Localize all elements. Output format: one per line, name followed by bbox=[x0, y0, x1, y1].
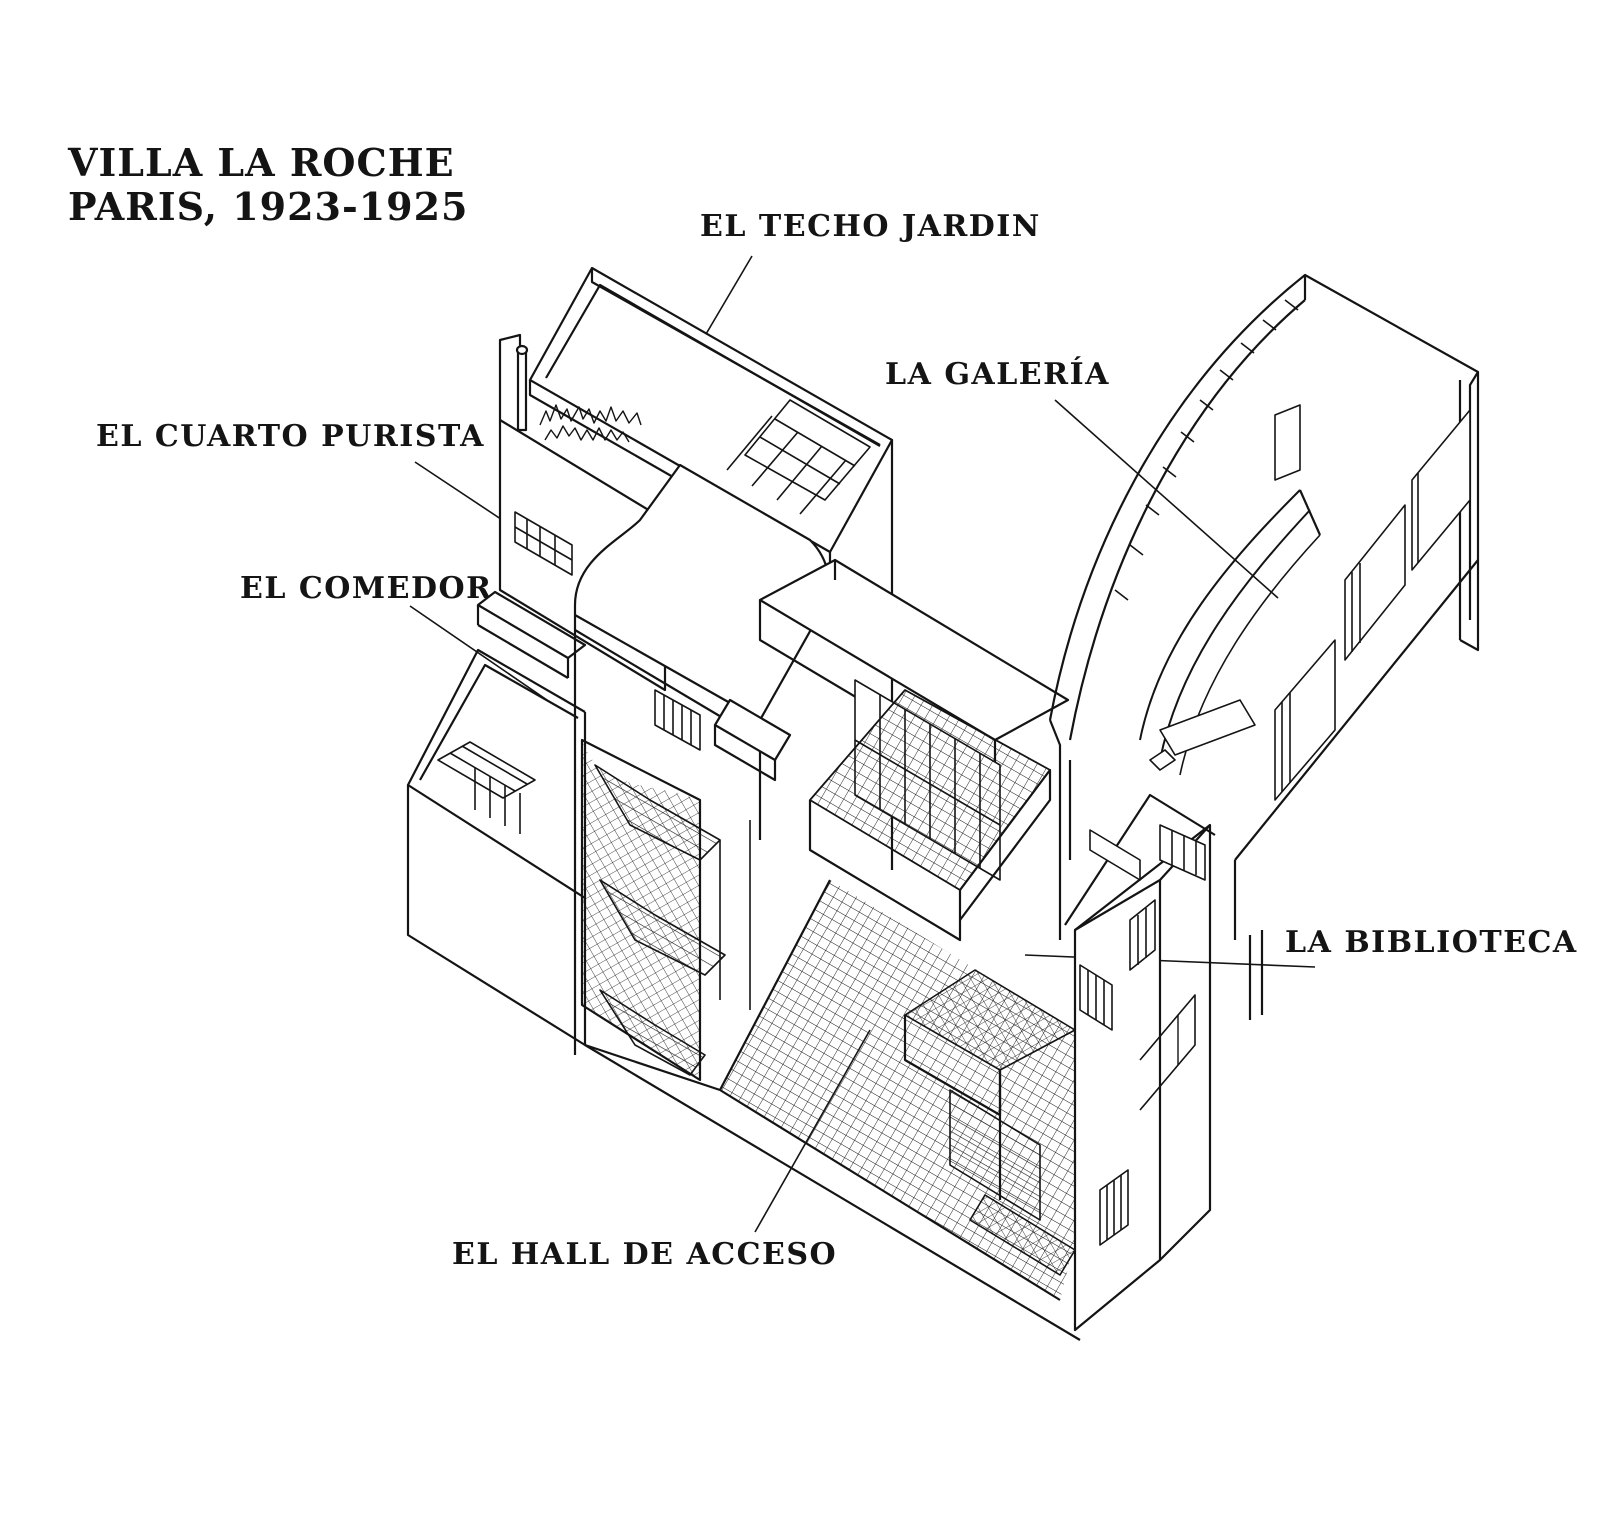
label-galeria: LA GALERÍA bbox=[885, 357, 1110, 392]
label-biblioteca: LA BIBLIOTECA bbox=[1285, 925, 1578, 960]
leader-comedor bbox=[409, 605, 548, 701]
roof-paving bbox=[726, 399, 871, 515]
roof-plants bbox=[539, 404, 642, 443]
title-line-1: VILLA LA ROCHE bbox=[68, 140, 455, 185]
label-cuarto-purista: EL CUARTO PURISTA bbox=[96, 419, 485, 454]
label-hall-acceso: EL HALL DE ACCESO bbox=[452, 1237, 838, 1272]
label-comedor: EL COMEDOR bbox=[240, 571, 493, 606]
leader-galeria bbox=[1054, 399, 1279, 599]
left-wing-steps bbox=[437, 741, 536, 834]
left-stair-cage bbox=[580, 738, 751, 1082]
purista-window bbox=[514, 511, 573, 576]
leader-biblioteca bbox=[1024, 954, 1316, 968]
biblioteca-windows bbox=[1079, 824, 1206, 1246]
title-line-2: PARIS, 1923-1925 bbox=[68, 184, 469, 229]
label-techo-jardin: EL TECHO JARDIN bbox=[700, 209, 1041, 244]
gallery-balustrade bbox=[1114, 299, 1299, 601]
building-linework bbox=[406, 266, 1480, 1341]
stair-tower-window bbox=[654, 689, 701, 751]
gallery-windows bbox=[1274, 409, 1471, 801]
